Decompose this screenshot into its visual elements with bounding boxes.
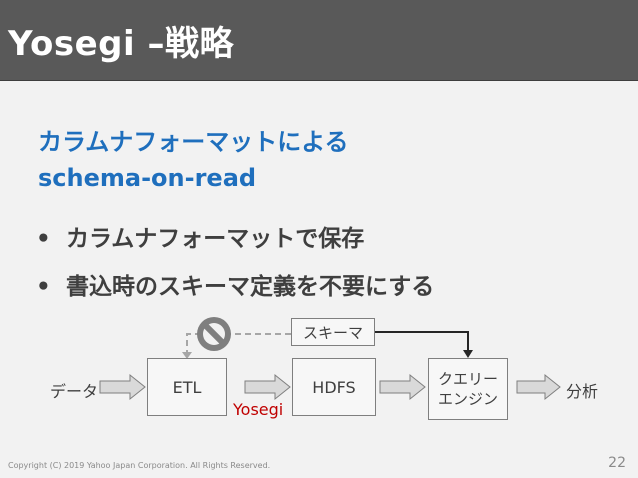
heading-line-1: カラムナフォーマットによる [38, 128, 349, 156]
input-data-label: データ [50, 382, 99, 401]
bullet-item: • カラムナフォーマットで保存 [36, 219, 364, 253]
hdfs-box: HDFS [292, 358, 376, 416]
dashed-arrowhead [182, 352, 192, 359]
etl-box: ETL [147, 358, 227, 416]
arrow-query-to-analysis [516, 373, 561, 401]
query-engine-line-2: エンジン [437, 390, 498, 408]
arrow-hdfs-to-query [379, 373, 426, 401]
no-entry-icon [197, 317, 231, 351]
bullet-marker: • [36, 274, 51, 300]
title-bar: Yosegi –戦略 [0, 0, 638, 81]
bullet-item: • 書込時のスキーマ定義を不要にする [36, 267, 434, 301]
slide-title: Yosegi –戦略 [8, 24, 234, 64]
bullet-text: 書込時のスキーマ定義を不要にする [66, 274, 435, 300]
arrow-data-to-etl [99, 373, 146, 401]
query-engine-box: クエリー エンジン [428, 358, 508, 420]
analysis-label: 分析 [566, 382, 599, 401]
page-number: 22 [608, 455, 626, 471]
dashed-connector [186, 333, 291, 354]
yosegi-label: Yosegi [233, 400, 284, 419]
query-engine-line-1: クエリー [437, 370, 498, 388]
schema-connector [375, 331, 469, 352]
arrow-etl-to-hdfs [244, 373, 291, 401]
bullet-text: カラムナフォーマットで保存 [66, 226, 365, 252]
schema-arrowhead [463, 350, 473, 358]
bullet-marker: • [36, 226, 51, 252]
heading-line-2: schema-on-read [38, 164, 257, 192]
schema-box: スキーマ [291, 318, 375, 346]
copyright-notice: Copyright (C) 2019 Yahoo Japan Corporati… [8, 461, 271, 470]
